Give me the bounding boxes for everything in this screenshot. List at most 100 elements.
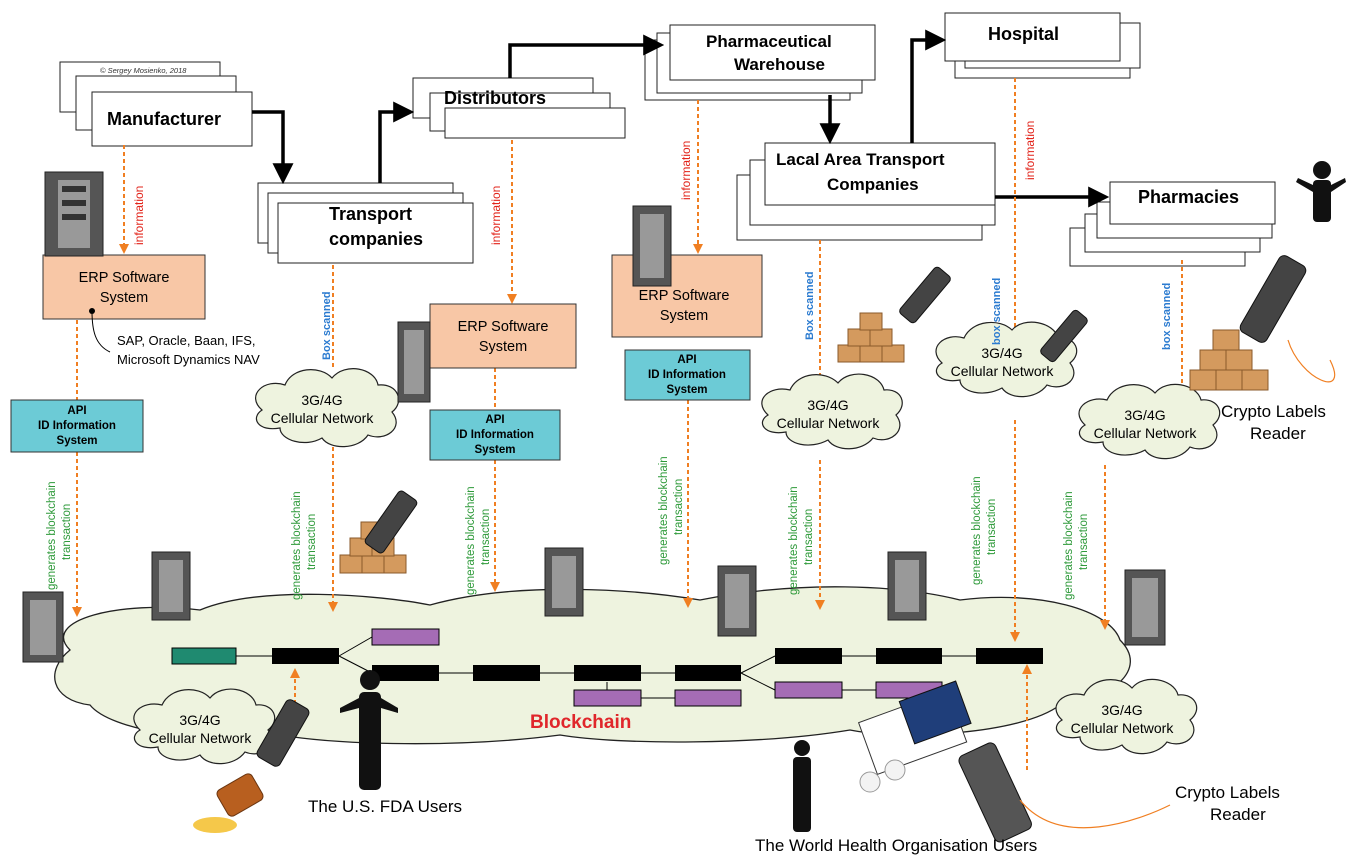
erp-vendors-line-2: Microsoft Dynamics NAV	[117, 352, 260, 367]
api-label: API	[67, 405, 86, 417]
flow-arrows	[252, 29, 1110, 208]
orphan-block	[371, 628, 440, 646]
block	[473, 665, 540, 681]
erp-label: System	[479, 339, 527, 355]
svg-text:Box scanned: Box scanned	[321, 292, 333, 360]
blockchain-label: Blockchain	[530, 712, 631, 733]
api-label: System	[57, 435, 98, 447]
erp-label: ERP Software	[639, 288, 730, 304]
local-transport-label-2: Companies	[827, 175, 919, 194]
server-icon	[632, 205, 672, 287]
scanner-icon	[1040, 309, 1088, 363]
svg-text:transaction: transaction	[986, 499, 998, 555]
cell-label: 3G/4G	[807, 397, 848, 413]
warehouse-label-1: Pharmaceutical	[706, 32, 832, 51]
server-icon	[887, 551, 927, 621]
scanner-icon	[364, 490, 418, 554]
api-box-warehouse	[624, 349, 751, 401]
pill-bottle-icon	[193, 773, 264, 833]
block	[372, 665, 439, 681]
info-labels: information information information info…	[132, 121, 1037, 245]
transport-label-2: companies	[329, 229, 423, 249]
svg-text:information: information	[1023, 121, 1037, 180]
person-icon	[340, 670, 398, 790]
cell-label: 3G/4G	[1124, 407, 1165, 423]
svg-text:Box scanned: Box scanned	[804, 272, 816, 340]
svg-text:generates blockchain: generates blockchain	[46, 481, 58, 590]
server-icon	[1124, 569, 1166, 646]
svg-text:transaction: transaction	[803, 509, 815, 565]
api-label: API	[485, 414, 504, 426]
block	[976, 648, 1043, 664]
svg-text:transaction: transaction	[306, 514, 318, 570]
api-label: System	[475, 444, 516, 456]
server-icon	[22, 591, 64, 663]
api-label: ID Information	[648, 369, 726, 381]
api-label: ID Information	[456, 429, 534, 441]
scanner-icon	[1239, 255, 1307, 343]
cell-label: Cellular Network	[951, 363, 1055, 379]
block	[675, 665, 741, 681]
erp-label: ERP Software	[79, 270, 170, 286]
cell-label: 3G/4G	[179, 712, 220, 728]
data-flow-arrows	[72, 78, 1183, 770]
svg-text:generates blockchain: generates blockchain	[788, 486, 800, 595]
hospital-label: Hospital	[988, 24, 1059, 44]
svg-text:generates blockchain: generates blockchain	[658, 456, 670, 565]
server-icon	[44, 171, 104, 257]
medicine-box-icon	[857, 680, 972, 793]
block	[574, 665, 641, 681]
box-pile-icon	[1189, 329, 1269, 391]
erp-label: System	[100, 290, 148, 306]
svg-text:box scanned: box scanned	[1161, 283, 1173, 350]
scanner-icon	[899, 266, 951, 324]
hospital-stack	[944, 12, 1141, 79]
warehouse-label-2: Warehouse	[734, 55, 825, 74]
transport-label-1: Transport	[329, 204, 412, 224]
manufacturer-label: Manufacturer	[107, 109, 221, 129]
local-transport-label-1: Lacal Area Transport	[776, 150, 945, 169]
svg-text:information: information	[132, 186, 146, 245]
cell-label: Cellular Network	[271, 410, 375, 426]
orphan-block	[774, 681, 843, 699]
distributors-stack	[412, 77, 626, 139]
copyright-note: © Sergey Mosienko, 2018	[100, 66, 187, 75]
vendor-note-line	[91, 310, 111, 353]
cell-label: Cellular Network	[1094, 425, 1198, 441]
api-label: ID Information	[38, 420, 116, 432]
cell-label: Cellular Network	[1071, 720, 1175, 736]
transport-stack	[257, 182, 474, 264]
crypto-reader-label-1: Crypto Labels	[1175, 783, 1280, 802]
crypto-reader-label-2: Reader	[1210, 805, 1266, 824]
cell-label: 3G/4G	[981, 345, 1022, 361]
cell-label: 3G/4G	[1101, 702, 1142, 718]
scanner-icon	[256, 699, 310, 767]
who-users-label: The World Health Organisation Users	[755, 836, 1037, 855]
manufacturer-stack	[59, 61, 253, 147]
box-pile-icon	[837, 312, 905, 363]
cell-label: 3G/4G	[301, 392, 342, 408]
chain-links	[236, 636, 976, 699]
block	[775, 648, 842, 664]
server-icon	[717, 565, 757, 637]
svg-text:transaction: transaction	[61, 504, 73, 560]
server-icon	[544, 547, 584, 617]
api-label: API	[677, 354, 696, 366]
pharmacies-label: Pharmacies	[1138, 187, 1239, 207]
erp-box-distributors	[429, 303, 577, 369]
svg-text:generates blockchain: generates blockchain	[291, 491, 303, 600]
block	[272, 648, 339, 664]
svg-text:generates blockchain: generates blockchain	[465, 486, 477, 595]
orphan-block	[674, 689, 742, 707]
server-icon	[397, 321, 431, 403]
fda-users-label: The U.S. FDA Users	[308, 797, 462, 816]
scan-labels: Box scanned Box scanned box scanned box …	[321, 272, 1173, 360]
block	[876, 648, 942, 664]
svg-text:box scanned: box scanned	[991, 278, 1003, 345]
svg-text:information: information	[489, 186, 503, 245]
api-box-distributors	[429, 409, 561, 461]
pharmacies-stack	[1069, 181, 1276, 267]
svg-text:generates blockchain: generates blockchain	[971, 476, 983, 585]
